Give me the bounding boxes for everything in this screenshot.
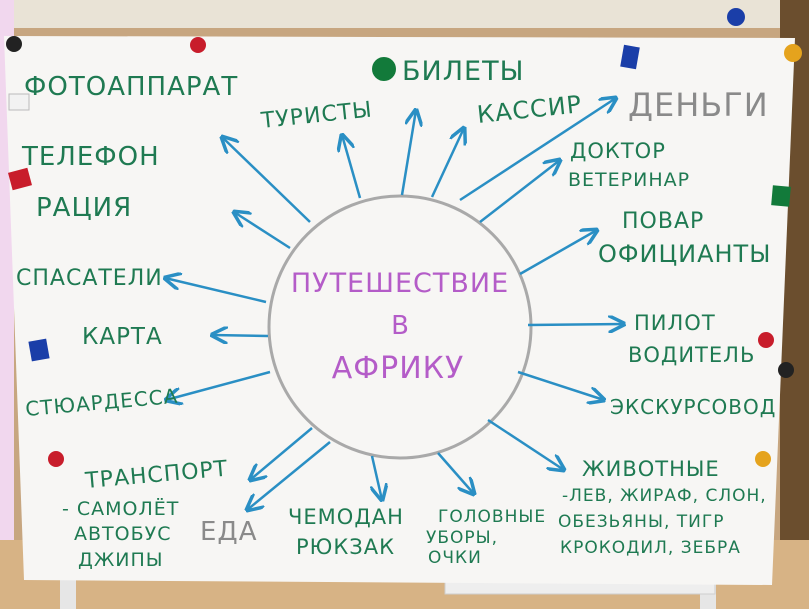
label-animals-list3: КРОКОДИЛ, ЗЕБРА <box>560 538 741 558</box>
label-hats2: УБОРЫ, <box>426 528 498 548</box>
label-doctor: ДОКТОР <box>570 139 666 163</box>
labels: ФОТОАППАРАТ ТУРИСТЫ БИЛЕТЫ КАССИР ДЕНЬГИ… <box>16 56 776 571</box>
label-animals-list2: ОБЕЗЬЯНЫ, ТИГР <box>558 512 724 532</box>
label-guide: ЭКСКУРСОВОД <box>610 395 776 419</box>
label-glasses: ОЧКИ <box>428 548 482 568</box>
arrow <box>234 212 291 250</box>
label-bus: АВТОБУС <box>74 523 171 545</box>
magnet-icon <box>48 451 64 467</box>
arrow <box>342 135 362 199</box>
label-animals-list1: -ЛЕВ, ЖИРАФ, СЛОН, <box>562 486 767 506</box>
magnet-icon <box>784 44 802 62</box>
label-driver: ВОДИТЕЛЬ <box>628 343 755 367</box>
magnet-icon <box>8 167 32 191</box>
arrow <box>527 324 624 325</box>
label-money: ДЕНЬГИ <box>628 86 769 124</box>
center-title-line1: ПУТЕШЕСТВИЕ <box>291 268 509 299</box>
magnet-icon <box>778 362 794 378</box>
arrow <box>212 335 269 336</box>
label-animals: ЖИВОТНЫЕ <box>582 457 720 481</box>
magnet-icon <box>727 8 745 26</box>
poster-paper <box>4 36 795 585</box>
label-hats: ГОЛОВНЫЕ <box>438 507 546 527</box>
label-waiters: ОФИЦИАНТЫ <box>598 240 771 268</box>
magnet-icon <box>190 37 206 53</box>
arrow <box>479 160 560 223</box>
label-pilot: ПИЛОТ <box>634 311 716 335</box>
label-radio: РАЦИЯ <box>36 193 132 223</box>
magnet-icon <box>6 36 22 52</box>
magnet-icon <box>771 185 791 207</box>
center-title-line3: АФРИКУ <box>332 351 464 386</box>
center-title-line2: В <box>391 311 409 341</box>
arrow <box>247 441 331 510</box>
arrow <box>459 98 616 202</box>
label-rescuers: СПАСАТЕЛИ <box>16 266 163 291</box>
label-photo: ФОТОАППАРАТ <box>24 72 238 102</box>
arrow <box>487 418 564 470</box>
arrow <box>517 370 604 400</box>
arrow <box>372 455 382 500</box>
label-map: КАРТА <box>82 324 163 350</box>
arrow <box>165 278 267 304</box>
label-suitcase: ЧЕМОДАН <box>288 505 404 529</box>
magnet-icon <box>620 44 640 70</box>
label-phone: ТЕЛЕФОН <box>21 142 160 172</box>
magnet-icon <box>8 93 30 111</box>
label-jeeps: ДЖИПЫ <box>78 549 164 571</box>
magnet-icon <box>28 338 50 362</box>
center-circle <box>267 194 533 460</box>
magnet-icon <box>755 451 771 467</box>
label-vet: ВЕТЕРИНАР <box>568 169 690 191</box>
label-food: ЕДА <box>200 517 258 547</box>
magnet-icon <box>758 332 774 348</box>
arrow <box>250 427 313 480</box>
magnet-icon <box>372 57 396 81</box>
arrows <box>165 98 624 510</box>
top-wall <box>0 0 809 28</box>
label-cook: ПОВАР <box>622 209 704 234</box>
arrow <box>519 230 597 276</box>
arrow <box>400 110 416 196</box>
arrow <box>430 128 464 198</box>
label-plane: - САМОЛЁТ <box>62 497 179 520</box>
label-backpack: РЮКЗАК <box>296 535 395 559</box>
arrow <box>437 452 474 494</box>
arrow <box>166 370 271 400</box>
label-tickets: БИЛЕТЫ <box>402 56 524 87</box>
arrow <box>222 137 311 223</box>
